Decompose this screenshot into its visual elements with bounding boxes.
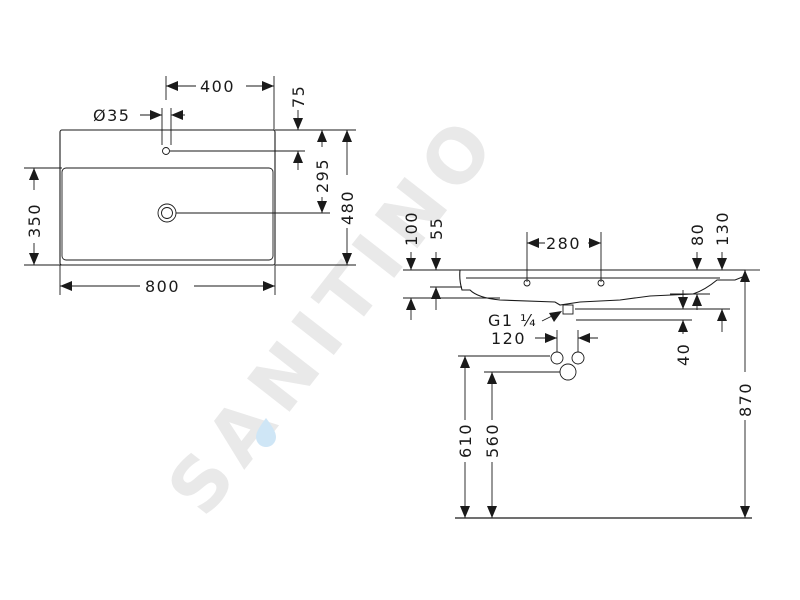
dim-tap-to-back: 75	[289, 85, 308, 108]
dim-depth-overall: 480	[338, 190, 357, 225]
dim-tap-to-front: 295	[313, 158, 332, 193]
dim-rim-thickness: 100	[402, 211, 421, 246]
dim-waste-height-upper: 610	[456, 423, 475, 458]
dim-drain-offset: 120	[491, 329, 526, 348]
dim-bowl-depth: 350	[25, 203, 44, 238]
dim-rim-inner: 55	[427, 217, 446, 240]
drain-stub	[562, 304, 574, 315]
drain-inner	[161, 207, 173, 219]
basin-outline	[59, 129, 276, 266]
waste-circle-bottom	[559, 363, 577, 381]
label-drain-thread: G1 ¼	[488, 311, 537, 330]
watermark-drop-icon	[256, 418, 276, 447]
dim-total-height: 870	[736, 382, 755, 417]
top-view: 400 Ø35 800 350 75	[24, 76, 357, 296]
dim-right-height-a: 80	[688, 223, 707, 246]
dim-tap-offset: 400	[200, 77, 235, 96]
dim-width-overall: 800	[145, 277, 180, 296]
waste-circle-right	[571, 351, 585, 365]
side-view: 280 100 55 80	[402, 211, 760, 519]
waste-circle-left	[550, 351, 564, 365]
dim-right-height-b: 130	[713, 211, 732, 246]
tap-hole	[162, 147, 170, 155]
dim-drain-drop: 40	[674, 343, 693, 366]
dim-waste-height-lower: 560	[483, 423, 502, 458]
dim-tap-hole-diameter: Ø35	[93, 106, 130, 125]
dim-mount-holes-spacing: 280	[546, 234, 581, 253]
bowl-outline	[61, 167, 274, 261]
basin-profile	[459, 269, 746, 306]
